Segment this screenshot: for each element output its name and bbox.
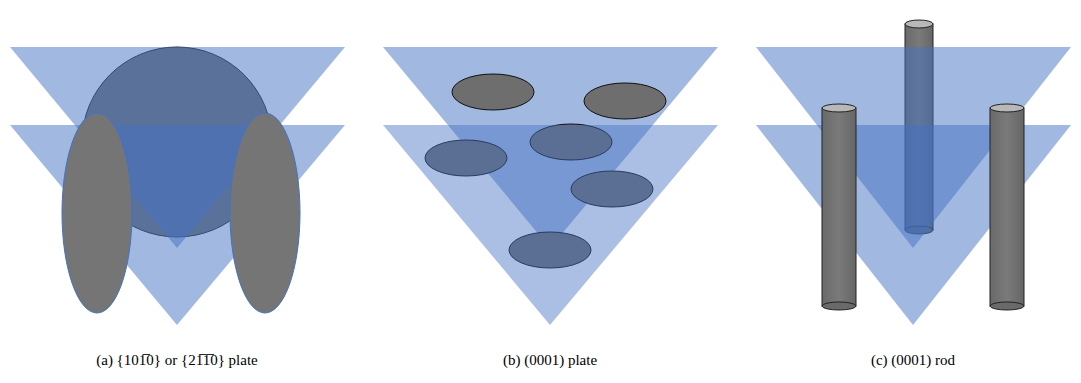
panel-caption: (b) (0001) plate <box>503 352 597 369</box>
panel-caption: (c) (0001) rod <box>871 352 955 369</box>
panel-c <box>756 20 1071 325</box>
panel-a <box>10 47 345 325</box>
panel-b <box>383 47 718 325</box>
panel-caption: (a) {101̅0} or {21̅1̅0} plate <box>96 352 258 369</box>
